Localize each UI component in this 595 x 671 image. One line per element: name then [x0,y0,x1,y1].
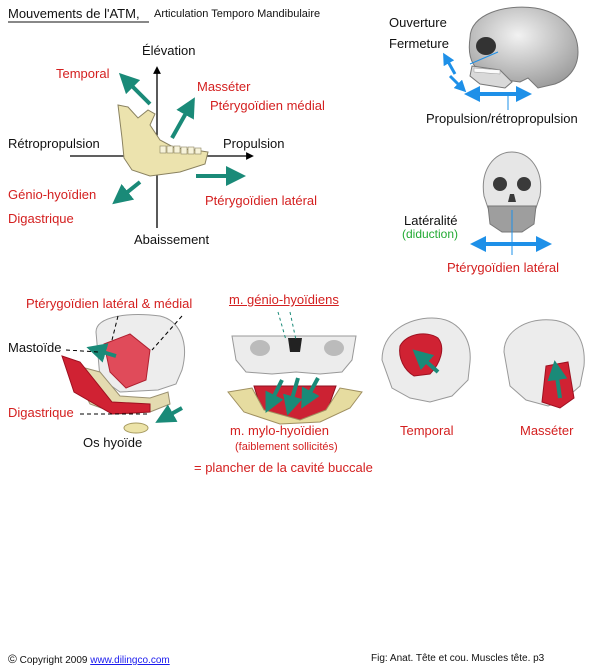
skull-front-view [470,151,552,255]
label-lateralite: Latéralité [404,213,458,228]
label-diduction: (diduction) [402,227,459,241]
label-temporal: Temporal [56,66,110,81]
axes-diagram [70,66,254,228]
label-masseter: Masséter [197,79,251,94]
label-faiblement-sollicites: (faiblement sollicités) [235,441,338,453]
bm-arrow-2 [301,377,320,409]
bl-pointer-2 [151,315,183,351]
front-orbit-left [493,177,507,191]
label-pterygoidien-lateral: Ptérygoïdien latéral [205,193,318,208]
label-mastoide: Mastoïde [8,340,62,355]
label-bottom-temporal: Temporal [400,423,454,438]
label-digastrique-bottom: Digastrique [8,405,74,420]
label-genio-hyoidien: Génio-hyoïdien [8,187,97,202]
arrow-fermeture [448,74,467,93]
footer-link[interactable]: www.dilingco.com [90,655,170,666]
label-elevation: Élévation [142,43,196,58]
bm-arrow-3 [265,379,284,413]
page-title: Mouvements de l'ATM, [8,6,140,21]
bl-arrow-digastric [155,404,183,423]
bottom-left-figure [61,314,186,434]
pointer-line-ouverture [469,51,499,65]
skull-side-view [443,6,579,110]
label-abaissement: Abaissement [134,232,210,247]
front-cranium [482,151,542,209]
label-pterygoidien-medial: Ptérygoïdien médial [210,98,325,113]
bm-mandible [227,387,363,425]
front-nose [508,194,516,202]
bm-pointer-1 [277,311,287,341]
label-ouverture: Ouverture [389,15,447,30]
bm-pointer-2 [289,311,297,341]
bl-pointer-mastoide [65,349,99,353]
arrow-ouverture [443,52,457,75]
label-front-pterygoidien-lateral: Ptérygoïdien latéral [447,260,560,275]
masseter-arrow [547,360,568,399]
page-subtitle: Articulation Temporo Mandibulaire [154,8,321,20]
bl-digastric-muscle [61,355,151,415]
footer-copyright: © Copyright 2009 www.dilingco.com [8,653,170,666]
arrow-temporal [118,72,152,106]
bl-os-hyoide [123,422,149,434]
temporal-arrow [412,349,440,374]
bl-pterygoid-muscle [103,333,151,389]
bm-arrow-1 [283,377,303,416]
arrow-genio-digastrique [112,180,142,205]
skull-orbit [476,37,496,55]
label-retropropulsion: Rétropropulsion [8,136,100,151]
label-propulsion-retropropulsion: Propulsion/rétropropulsion [426,111,578,126]
label-pterygoidien-lateral-medial: Ptérygoïdien latéral & médial [26,296,193,311]
footer-figure-caption: Fig: Anat. Tête et cou. Muscles tête. p3 [371,653,545,664]
bm-orbit-right [324,340,344,356]
label-mylo-hyoidien: m. mylo-hyoïdien [230,423,329,438]
label-bottom-masseter: Masséter [520,423,574,438]
mandible-shape [117,104,209,177]
bl-arrow-pterygoid [86,343,117,363]
label-propulsion: Propulsion [223,136,285,151]
copyright-text: Copyright 2009 [19,655,88,666]
bm-nose [288,338,302,352]
label-os-hyoide: Os hyoïde [83,435,143,450]
masseter-figure [503,319,585,409]
bm-orbit-left [250,340,270,356]
bottom-middle-figure [227,311,363,425]
arrow-masseter [170,97,195,139]
front-orbit-right [517,177,531,191]
label-plancher-cavite-buccale: = plancher de la cavité buccale [194,460,373,475]
copyright-symbol: © [8,652,17,666]
mandible-teeth [159,145,202,155]
label-fermeture: Fermeture [389,36,449,51]
temporal-figure [381,317,471,403]
label-genio-hyoidiens: m. génio-hyoïdiens [229,292,339,307]
skull-teeth [473,67,501,75]
label-digastrique-top: Digastrique [8,211,74,226]
